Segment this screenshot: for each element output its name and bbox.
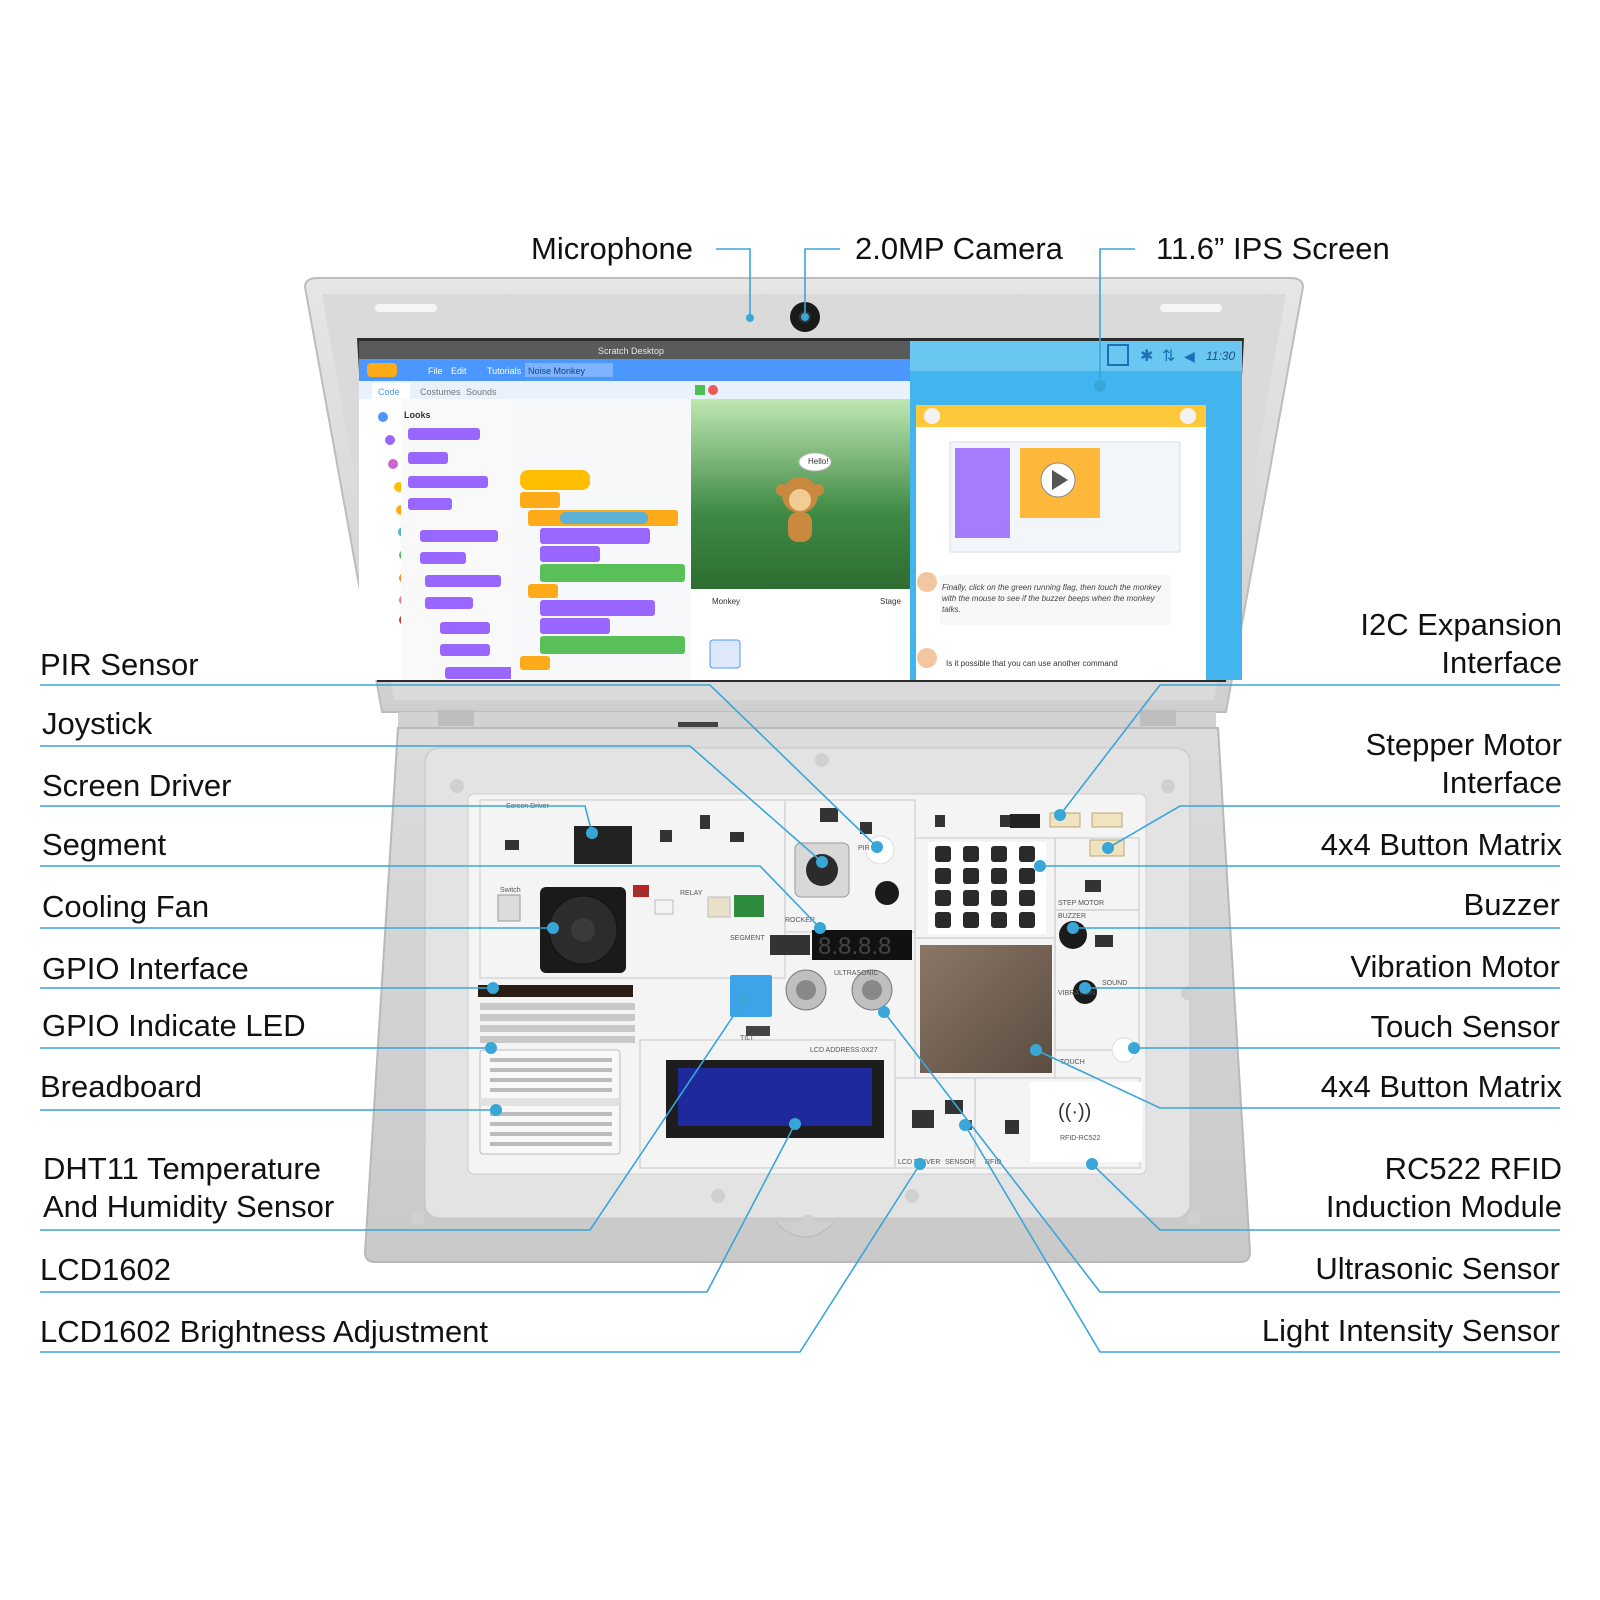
vnc-icon[interactable] xyxy=(1107,344,1129,366)
label-pir-sensor: PIR Sensor xyxy=(40,647,199,682)
svg-text:SEGMENT: SEGMENT xyxy=(730,935,765,942)
joystick-module xyxy=(794,842,850,898)
breadboard xyxy=(479,1049,621,1155)
label-i2c-expansion: I2C Expansion Interface xyxy=(1360,607,1562,680)
lcd1602 xyxy=(666,1060,884,1138)
svg-text:Edit: Edit xyxy=(451,366,467,376)
ultrasonic-sensor xyxy=(785,969,893,1011)
gpio-leds xyxy=(480,1003,635,1043)
label-rfid: RC522 RFID Induction Module xyxy=(1325,1151,1562,1224)
touch-pad xyxy=(920,945,1052,1073)
screen-text: Scratch Desktop File Edit Tutorials Nois… xyxy=(378,346,1118,668)
pcb-board: 8.8.8.8 xyxy=(467,793,1147,1175)
svg-text:Hello!: Hello! xyxy=(808,457,828,466)
svg-text:8.8.8.8: 8.8.8.8 xyxy=(818,933,891,960)
scratch-titlebar xyxy=(359,341,910,359)
taskbar-clock: 11:30 xyxy=(1206,349,1235,363)
monkey-sprite xyxy=(776,477,824,542)
label-gpio-indicate-led: GPIO Indicate LED xyxy=(42,1008,306,1043)
svg-text:Is it possible that you can us: Is it possible that you can use another … xyxy=(946,659,1118,668)
svg-text:Noise Monkey: Noise Monkey xyxy=(528,366,586,376)
label-camera: 2.0MP Camera xyxy=(855,231,1063,266)
svg-text:Stage: Stage xyxy=(880,597,901,606)
label-button-matrix-2: 4x4 Button Matrix xyxy=(1320,1069,1562,1104)
svg-text:VIBRATION: VIBRATION xyxy=(1058,990,1095,997)
label-breadboard: Breadboard xyxy=(40,1069,203,1104)
green-flag-icon[interactable] xyxy=(695,385,705,395)
svg-text:PIR: PIR xyxy=(858,845,870,852)
relay-terminal xyxy=(734,895,764,917)
rfid-wave-icon: ((·)) xyxy=(1058,1101,1091,1123)
tutorial-header xyxy=(916,405,1206,427)
script-blocks xyxy=(520,470,685,670)
label-gpio-interface: GPIO Interface xyxy=(42,951,249,986)
svg-text:STEP MOTOR: STEP MOTOR xyxy=(1058,900,1104,907)
svg-text:FAN: FAN xyxy=(636,890,650,897)
label-button-matrix-1: 4x4 Button Matrix xyxy=(1320,827,1562,862)
screen-driver-chip xyxy=(574,826,632,864)
svg-text:BUZZER: BUZZER xyxy=(1058,913,1086,920)
svg-text:ROCKER: ROCKER xyxy=(785,917,815,924)
label-touch-sensor: Touch Sensor xyxy=(1370,1009,1560,1044)
leader-dots xyxy=(485,313,1140,1170)
svg-text:Code: Code xyxy=(378,387,400,397)
svg-text:SOUND: SOUND xyxy=(1102,980,1127,987)
label-segment: Segment xyxy=(42,827,167,862)
stop-icon[interactable] xyxy=(708,385,718,395)
label-microphone: Microphone xyxy=(531,231,693,266)
bluetooth-icon[interactable]: ✱ xyxy=(1140,348,1153,365)
label-screen-driver: Screen Driver xyxy=(42,768,232,803)
svg-text:Switch: Switch xyxy=(500,887,521,894)
label-buzzer: Buzzer xyxy=(1463,887,1560,922)
svg-text:Tutorials: Tutorials xyxy=(487,366,522,376)
lcd-brightness-pot xyxy=(912,1110,934,1128)
label-vibration-motor: Vibration Motor xyxy=(1350,949,1560,984)
rfid-module: ((·)) xyxy=(1030,1082,1142,1162)
ips-screen: ✱ ⇅ ◀ 11:30 xyxy=(357,338,1244,682)
svg-text:Sounds: Sounds xyxy=(466,387,497,397)
svg-text:Looks: Looks xyxy=(404,410,431,420)
svg-text:TOUCH: TOUCH xyxy=(1060,1059,1085,1066)
svg-text:RELAY: RELAY xyxy=(680,890,703,897)
network-icon[interactable]: ⇅ xyxy=(1162,348,1175,365)
svg-text:LCD ADDRESS:0X27: LCD ADDRESS:0X27 xyxy=(810,1047,878,1054)
label-joystick: Joystick xyxy=(42,706,153,741)
svg-text:Monkey: Monkey xyxy=(712,597,740,606)
cooling-fan xyxy=(540,887,626,973)
label-lcd1602-brightness: LCD1602 Brightness Adjustment xyxy=(40,1314,489,1349)
svg-text:RFID-RC522: RFID-RC522 xyxy=(1060,1135,1101,1142)
svg-text:File: File xyxy=(428,366,443,376)
svg-text:ULTRASONIC: ULTRASONIC xyxy=(834,970,879,977)
button-matrix xyxy=(928,842,1046,934)
play-icon[interactable] xyxy=(1040,462,1076,498)
label-screen: 11.6” IPS Screen xyxy=(1156,231,1390,266)
label-stepper-motor: Stepper Motor Interface xyxy=(1365,727,1562,800)
tab-code[interactable] xyxy=(372,383,410,399)
svg-text:RFID: RFID xyxy=(985,1159,1001,1166)
svg-text:Scratch Desktop: Scratch Desktop xyxy=(598,346,664,356)
palette-looks-blocks xyxy=(408,428,515,679)
label-light-intensity-sensor: Light Intensity Sensor xyxy=(1261,1313,1560,1348)
tutorial-text: Finally, click on the green running flag… xyxy=(942,583,1162,614)
volume-icon[interactable]: ◀ xyxy=(1184,348,1195,364)
label-lcd1602: LCD1602 xyxy=(40,1252,171,1287)
leader-lines xyxy=(40,248,1560,1353)
label-dht11: DHT11 Temperature And Humidity Sensor xyxy=(43,1151,335,1224)
scratch-menubar xyxy=(359,359,910,381)
label-ultrasonic-sensor: Ultrasonic Sensor xyxy=(1315,1251,1560,1286)
segment-display: 8.8.8.8 xyxy=(812,930,912,960)
svg-text:SENSOR: SENSOR xyxy=(945,1159,975,1166)
label-cooling-fan: Cooling Fan xyxy=(42,889,210,924)
gpio-header xyxy=(478,985,633,997)
taskbar xyxy=(910,341,1242,371)
svg-text:TILT: TILT xyxy=(740,1035,755,1042)
svg-text:Costumes: Costumes xyxy=(420,387,461,397)
